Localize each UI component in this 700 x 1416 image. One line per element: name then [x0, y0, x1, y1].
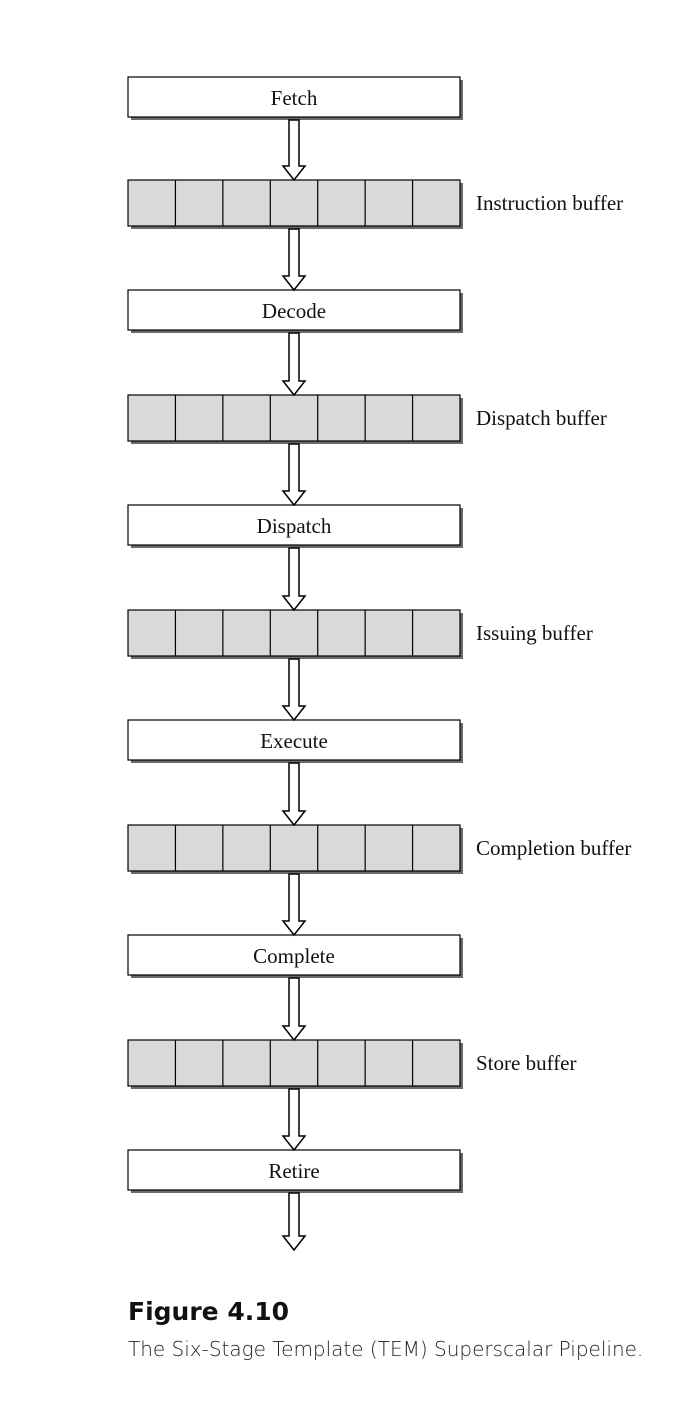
stage-decode-box [127, 289, 461, 331]
flow-arrow [281, 443, 307, 507]
dispatch-buffer-label: Dispatch buffer [476, 406, 607, 430]
instruction-buffer [127, 179, 461, 227]
store-buffer-label: Store buffer [476, 1051, 577, 1075]
stage-retire-box [127, 1149, 461, 1191]
stage-retire-label: Retire [268, 1159, 319, 1183]
issuing-buffer-label: Issuing buffer [476, 621, 593, 645]
stage-decode-label: Decode [262, 299, 326, 323]
figure-caption: The Six-Stage Template (TEM) Superscalar… [128, 1337, 644, 1361]
flow-arrow-out [281, 1192, 307, 1252]
pipeline-diagram: FetchDecodeDispatchExecuteCompleteRetire… [127, 76, 631, 1252]
flow-arrow [281, 762, 307, 827]
dispatch-buffer [127, 394, 461, 442]
flow-arrow [281, 658, 307, 722]
instruction-buffer-label: Instruction buffer [476, 191, 623, 215]
flow-arrow [281, 977, 307, 1042]
stage-dispatch-label: Dispatch [257, 514, 332, 538]
stage-complete-box [127, 934, 461, 976]
flow-arrow [281, 332, 307, 397]
stage-fetch-label: Fetch [271, 86, 318, 110]
stage-fetch-box [127, 76, 461, 118]
store-buffer [127, 1039, 461, 1087]
flow-arrow [281, 547, 307, 612]
figure-title: Figure 4.10 [128, 1297, 290, 1326]
flow-arrow [281, 228, 307, 292]
completion-buffer-label: Completion buffer [476, 836, 631, 860]
issuing-buffer [127, 609, 461, 657]
completion-buffer [127, 824, 461, 872]
stage-execute-label: Execute [260, 729, 328, 753]
flow-arrow [281, 119, 307, 182]
flow-arrow [281, 1088, 307, 1152]
flow-arrow [281, 873, 307, 937]
stage-complete-label: Complete [253, 944, 335, 968]
